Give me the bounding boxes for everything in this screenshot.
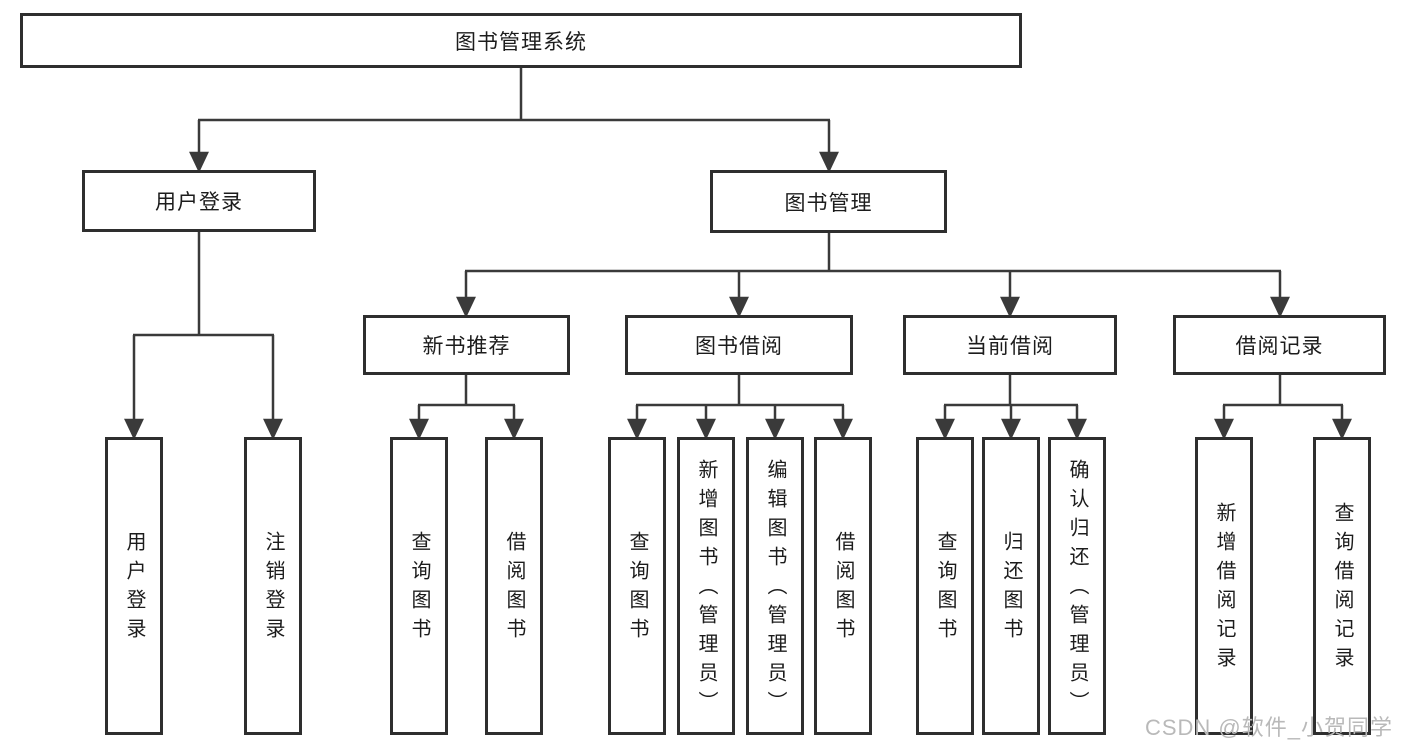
leaf-edit-books-admin: 编辑图书（管理员） (746, 437, 804, 735)
leaf-return-books: 归还图书 (982, 437, 1040, 735)
leaf-confirm-return-admin: 确认归还（管理员） (1048, 437, 1106, 735)
leaf-user-login: 用户登录 (105, 437, 163, 735)
leaf-query-borrowing-record: 查询借阅记录 (1313, 437, 1371, 735)
leaf-query-books-borrowing: 查询图书 (608, 437, 666, 735)
node-book-borrowing: 图书借阅 (625, 315, 853, 375)
leaf-query-books-recommend: 查询图书 (390, 437, 448, 735)
leaf-query-books-current: 查询图书 (916, 437, 974, 735)
leaf-borrow-books-borrowing: 借阅图书 (814, 437, 872, 735)
node-book-management: 图书管理 (710, 170, 947, 233)
leaf-logout-login: 注销登录 (244, 437, 302, 735)
node-borrowing-records: 借阅记录 (1173, 315, 1386, 375)
node-library-management-system: 图书管理系统 (20, 13, 1022, 68)
leaf-borrow-books-recommend: 借阅图书 (485, 437, 543, 735)
node-current-borrowing: 当前借阅 (903, 315, 1117, 375)
leaf-add-borrowing-record: 新增借阅记录 (1195, 437, 1253, 735)
node-user-login: 用户登录 (82, 170, 316, 232)
node-new-book-recommendation: 新书推荐 (363, 315, 570, 375)
leaf-add-books-admin: 新增图书（管理员） (677, 437, 735, 735)
